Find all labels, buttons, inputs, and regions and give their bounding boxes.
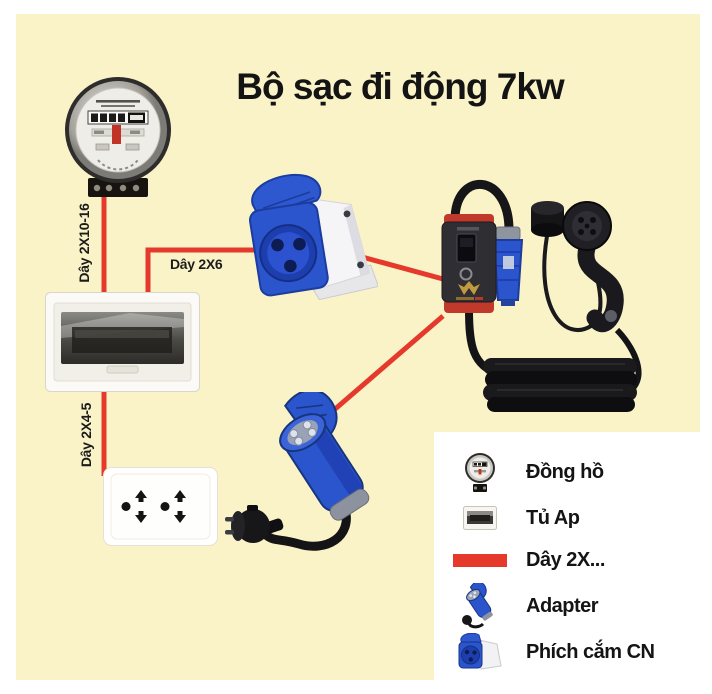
legend-row-breaker: Tủ Ap <box>434 496 712 540</box>
legend-label-industrial-socket: Phích cắm CN <box>526 640 655 663</box>
schuko-plug <box>225 505 284 543</box>
wire-adapter-to-charger <box>332 314 445 412</box>
meter-icon <box>434 451 526 493</box>
adapter-icon <box>434 583 526 629</box>
diagram-title: Bộ sạc đi động 7kw <box>236 66 564 107</box>
charger-blue-plug <box>492 226 524 306</box>
brand-logo <box>458 281 480 295</box>
wall-outlet-illustration <box>103 467 218 546</box>
ev-charging-gun <box>562 201 624 333</box>
wire-label-breaker-socket: Dây 2X6 <box>170 256 223 272</box>
industrial-socket-icon <box>434 633 526 671</box>
legend-row-wire: Dây 2X... <box>434 538 712 582</box>
legend-box: Đồng hồ Tủ Ap Dây 2X... <box>434 432 712 694</box>
legend-row-adapter: Adapter <box>434 583 712 629</box>
breaker-panel-icon <box>434 506 526 530</box>
outlet-socket-left <box>121 490 147 523</box>
industrial-socket-illustration <box>249 174 378 301</box>
dust-cap <box>531 201 564 237</box>
wire-label-meter-breaker: Dây 2X10-16 <box>76 203 92 283</box>
charger-control-box <box>441 214 497 313</box>
charger-input-cable <box>450 179 514 231</box>
legend-label-adapter: Adapter <box>526 594 599 617</box>
legend-label-meter: Đồng hồ <box>526 460 604 483</box>
breaker-panel-illustration <box>45 292 200 392</box>
charger-button <box>459 267 473 281</box>
portable-charger-illustration <box>441 179 642 412</box>
wire-line-icon <box>434 553 526 567</box>
socket-lid <box>251 174 322 220</box>
electric-meter-illustration <box>65 77 171 197</box>
legend-row-industrial-socket: Phích cắm CN <box>434 630 712 674</box>
adapter-plug-illustration <box>225 392 370 551</box>
breaker-latch <box>106 365 139 374</box>
adapter-cable <box>261 506 351 551</box>
wire-label-breaker-outlet: Dây 2X4-5 <box>78 402 94 468</box>
coiled-cable <box>483 358 637 412</box>
legend-label-breaker: Tủ Ap <box>526 506 580 529</box>
legend-label-wire: Dây 2X... <box>526 548 605 571</box>
outlet-socket-right <box>160 490 186 523</box>
legend-row-meter: Đồng hồ <box>434 450 712 494</box>
adapter-collar <box>329 488 370 521</box>
meter-terminal-block <box>88 178 148 197</box>
meter-red-tag <box>112 125 121 144</box>
